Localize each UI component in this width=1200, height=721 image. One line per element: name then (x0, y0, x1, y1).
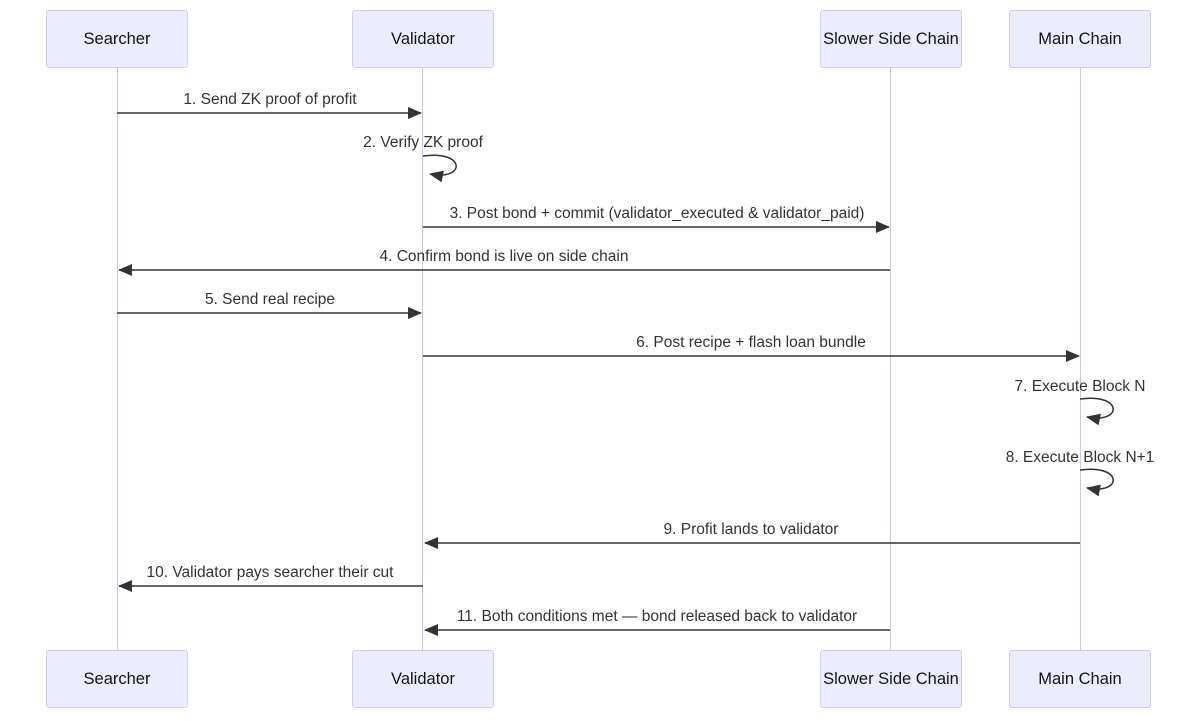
message-1-label: 1. Send ZK proof of profit (183, 91, 357, 108)
actor-top-slower-side-chain: Slower Side Chain (820, 10, 962, 68)
message-8-label: 8. Execute Block N+1 (1005, 449, 1155, 466)
actor-bottom-searcher: Searcher (46, 650, 188, 708)
lifeline-main-chain (1080, 68, 1081, 650)
actor-top-validator: Validator (352, 10, 494, 68)
actor-bottom-validator: Validator (352, 650, 494, 708)
message-6-label: 6. Post recipe + flash loan bundle (636, 334, 866, 351)
message-2-label: 2. Verify ZK proof (363, 134, 483, 151)
message-2-self-loop (422, 154, 457, 183)
message-9-label: 9. Profit lands to validator (663, 521, 839, 538)
message-3-label: 3. Post bond + commit (validator_execute… (449, 205, 865, 222)
message-8-self-loop (1079, 468, 1114, 497)
message-10-label: 10. Validator pays searcher their cut (146, 564, 394, 581)
message-11-label: 11. Both conditions met — bond released … (456, 608, 858, 625)
lifeline-searcher (117, 68, 118, 650)
message-7-label: 7. Execute Block N (1014, 378, 1146, 395)
message-7-self-loop (1079, 397, 1114, 426)
lifeline-slower-side-chain (890, 68, 891, 650)
message-4-label: 4. Confirm bond is live on side chain (379, 248, 629, 265)
actor-bottom-slower-side-chain: Slower Side Chain (820, 650, 962, 708)
actor-bottom-main-chain: Main Chain (1009, 650, 1151, 708)
lifeline-validator (422, 68, 423, 650)
actor-top-main-chain: Main Chain (1009, 10, 1151, 68)
actor-top-searcher: Searcher (46, 10, 188, 68)
message-5-label: 5. Send real recipe (204, 291, 336, 308)
